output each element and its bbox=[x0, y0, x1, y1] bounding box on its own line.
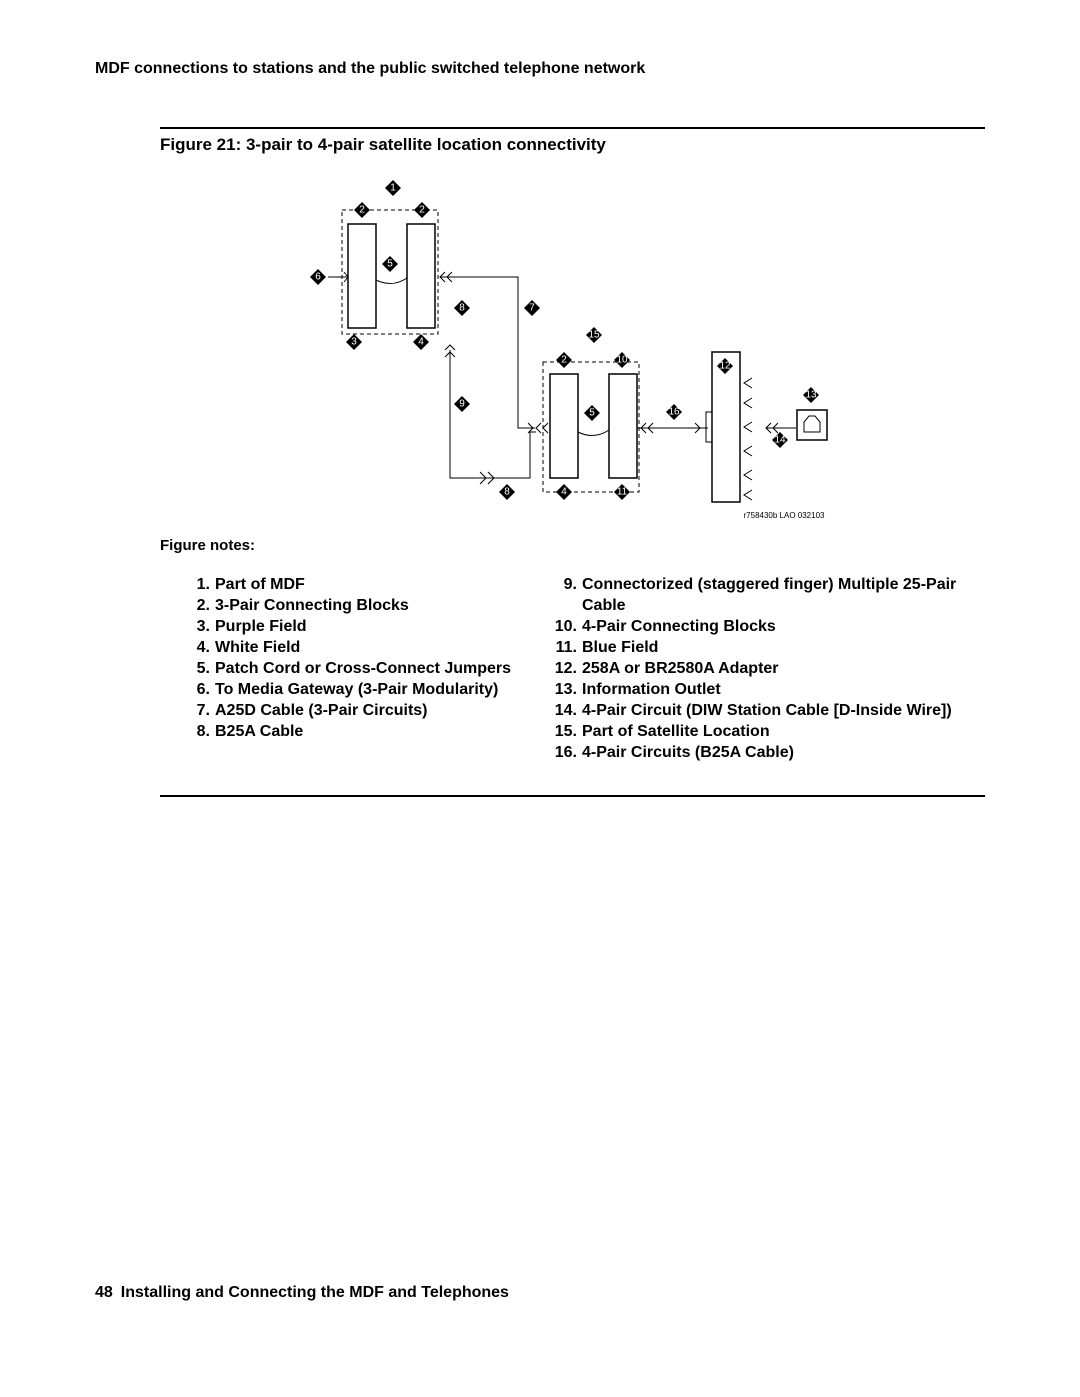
svg-text:1: 1 bbox=[390, 183, 396, 194]
connecting-block-3pair-left bbox=[347, 223, 377, 329]
callout-14: 14 bbox=[772, 432, 788, 448]
b25a-cable bbox=[449, 350, 500, 479]
figure-notes-left: 1.Part of MDF 2.3-Pair Connecting Blocks… bbox=[160, 574, 520, 742]
callout-4a: 4 bbox=[413, 334, 429, 350]
svg-text:13: 13 bbox=[805, 390, 817, 401]
connecting-block-4pair-right bbox=[608, 373, 638, 479]
figure-title: Figure 21: 3-pair to 4-pair satellite lo… bbox=[160, 135, 606, 154]
note-item: 6.To Media Gateway (3-Pair Modularity) bbox=[196, 681, 499, 698]
callout-5a: 5 bbox=[382, 256, 398, 272]
page-number: 48 bbox=[95, 1284, 113, 1301]
callout-2c: 2 bbox=[556, 352, 572, 368]
svg-text:16: 16 bbox=[668, 407, 680, 418]
note-item: 4.White Field bbox=[196, 639, 301, 656]
page-footer: 48 Installing and Connecting the MDF and … bbox=[95, 1284, 509, 1302]
note-item: 16.4-Pair Circuits (B25A Cable) bbox=[554, 744, 794, 761]
information-outlet bbox=[796, 409, 828, 441]
satellite-boundary bbox=[542, 361, 640, 493]
note-item: 2.3-Pair Connecting Blocks bbox=[196, 597, 409, 614]
callout-5b: 5 bbox=[584, 405, 600, 421]
callout-10: 10 bbox=[614, 352, 630, 368]
top-rule bbox=[160, 127, 985, 129]
callout-8b: 8 bbox=[499, 484, 515, 500]
callout-12: 12 bbox=[717, 358, 733, 374]
mdf-boundary bbox=[341, 209, 439, 335]
note-item: 7.A25D Cable (3-Pair Circuits) bbox=[196, 702, 428, 719]
a25d-cable bbox=[440, 276, 535, 429]
drawing-id: r758430b LAO 032103 bbox=[744, 511, 826, 520]
svg-text:15: 15 bbox=[588, 330, 600, 341]
callout-2a: 2 bbox=[354, 202, 370, 218]
note-item: 8.B25A Cable bbox=[196, 723, 304, 740]
svg-text:4: 4 bbox=[561, 487, 567, 498]
svg-text:5: 5 bbox=[589, 408, 595, 419]
callout-8a: 8 bbox=[454, 300, 470, 316]
svg-text:11: 11 bbox=[617, 487, 628, 498]
callout-6: 6 bbox=[310, 269, 326, 285]
adapter-258a bbox=[711, 351, 741, 503]
callout-16: 16 bbox=[666, 404, 682, 420]
connecting-block-3pair-right bbox=[406, 223, 436, 329]
note-item: 12.258A or BR2580A Adapter bbox=[554, 660, 779, 677]
callout-7: 7 bbox=[524, 300, 540, 316]
svg-text:2: 2 bbox=[359, 205, 365, 216]
note-item: 14.4-Pair Circuit (DIW Station Cable [D-… bbox=[554, 702, 952, 719]
svg-text:5: 5 bbox=[387, 259, 393, 270]
callout-4b: 4 bbox=[556, 484, 572, 500]
svg-text:2: 2 bbox=[419, 205, 425, 216]
callout-13: 13 bbox=[803, 387, 819, 403]
patch-cord-mdf bbox=[375, 277, 408, 284]
page-header: MDF connections to stations and the publ… bbox=[95, 60, 646, 77]
note-item: 5.Patch Cord or Cross-Connect Jumpers bbox=[196, 660, 512, 677]
footer-title: Installing and Connecting the MDF and Te… bbox=[120, 1284, 509, 1301]
svg-text:3: 3 bbox=[351, 337, 357, 348]
note-item: 10.4-Pair Connecting Blocks bbox=[554, 618, 776, 635]
callout-11: 11 bbox=[614, 484, 630, 500]
patch-cord-satellite bbox=[577, 429, 610, 436]
callout-3: 3 bbox=[346, 334, 362, 350]
connecting-block-4pair-left bbox=[549, 373, 579, 479]
svg-text:9: 9 bbox=[459, 399, 465, 410]
svg-text:8: 8 bbox=[504, 487, 510, 498]
figure-notes-heading: Figure notes: bbox=[160, 537, 256, 554]
note-item: 13.Information Outlet bbox=[554, 681, 721, 698]
note-item: 15.Part of Satellite Location bbox=[554, 723, 770, 740]
callout-2b: 2 bbox=[414, 202, 430, 218]
note-item: 11.Blue Field bbox=[555, 639, 659, 656]
svg-text:14: 14 bbox=[774, 435, 786, 446]
bottom-rule bbox=[160, 795, 985, 797]
svg-text:10: 10 bbox=[616, 355, 628, 366]
note-item: 3.Purple Field bbox=[196, 618, 307, 635]
note-item: 1.Part of MDF bbox=[196, 576, 305, 593]
svg-text:12: 12 bbox=[719, 361, 731, 372]
note-item: 9.Connectorized (staggered finger) Multi… bbox=[563, 576, 957, 614]
callout-9: 9 bbox=[454, 396, 470, 412]
svg-text:7: 7 bbox=[529, 303, 535, 314]
connectivity-diagram: 1 2 2 6 5 8 7 3 4 15 2 10 12 9 5 16 13 1… bbox=[310, 180, 828, 520]
callout-15: 15 bbox=[586, 327, 602, 343]
callout-1: 1 bbox=[385, 180, 401, 196]
figure-notes-right: 9.Connectorized (staggered finger) Multi… bbox=[527, 574, 957, 763]
svg-text:4: 4 bbox=[418, 337, 424, 348]
svg-text:2: 2 bbox=[561, 355, 567, 366]
svg-text:6: 6 bbox=[315, 272, 321, 283]
svg-text:8: 8 bbox=[459, 303, 465, 314]
